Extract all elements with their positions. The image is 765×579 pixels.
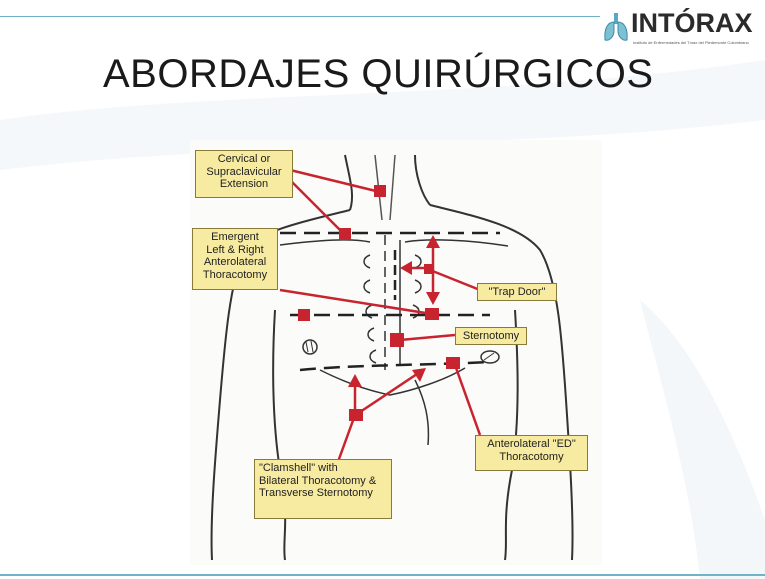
footer-rule — [0, 574, 765, 576]
brand-logo: INTÓRAX Instituto de Enfermedades del Tó… — [603, 8, 763, 52]
lungs-icon — [604, 13, 628, 41]
marker-cervical — [374, 185, 386, 197]
callout-clamshell: "Clamshell" with Bilateral Thoracotomy &… — [254, 459, 392, 519]
callout-trap-door: "Trap Door" — [477, 283, 557, 301]
callout-anterolateral-ed-thoracotomy: Anterolateral "ED" Thoracotomy — [475, 435, 588, 471]
surgical-approaches-figure: Cervical or Supraclavicular Extension Em… — [190, 140, 602, 565]
callout-emergent-anterolateral-thoracotomy: Emergent Left & Right Anterolateral Thor… — [192, 228, 278, 290]
callout-sternotomy: Sternotomy — [455, 327, 527, 345]
slide-title: ABORDAJES QUIRÚRGICOS — [103, 52, 654, 96]
logo-tagline: Instituto de Enfermedades del Tórax del … — [633, 40, 749, 45]
callout-cervical-extension: Cervical or Supraclavicular Extension — [195, 150, 293, 198]
torso-outline — [210, 154, 574, 561]
logo-name: INTÓRAX — [631, 8, 753, 38]
header-rule — [0, 16, 600, 17]
